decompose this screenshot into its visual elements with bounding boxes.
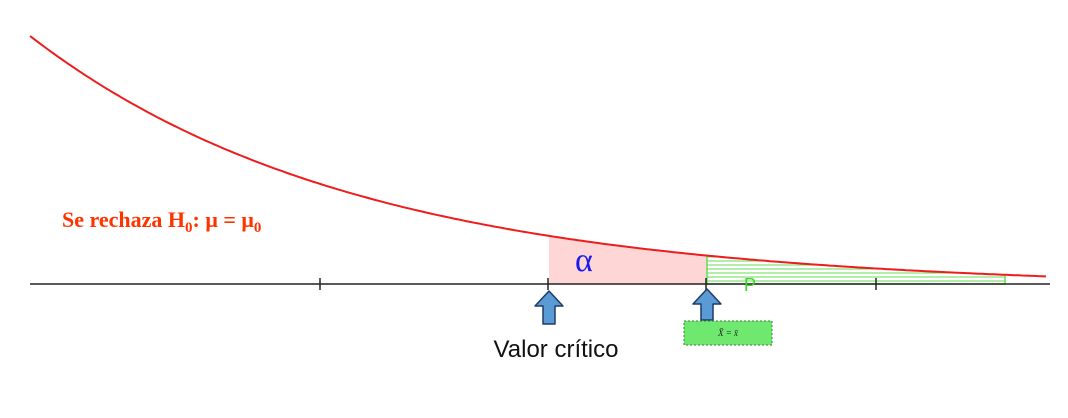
up-arrow-icon	[692, 288, 722, 321]
observed-value-label: X̄ = x̄	[717, 328, 739, 338]
rejection-label-mu-subscript: 0	[254, 220, 262, 236]
p-value-hatching	[707, 256, 1005, 282]
density-curve	[29, 35, 1047, 278]
observed-value-box	[683, 320, 773, 346]
rejection-label-h-subscript: 0	[185, 220, 193, 236]
rejection-label: Se rechaza H0: μ = μ0	[62, 207, 261, 236]
rejection-label-prefix: Se rechaza H	[62, 207, 185, 232]
alpha-region	[549, 235, 707, 284]
observed-value-arrow	[692, 288, 722, 321]
critical-value-label: Valor crítico	[494, 336, 619, 363]
rejection-label-middle: : μ = μ	[193, 207, 255, 232]
p-value-label: P	[744, 275, 756, 295]
up-arrow-icon	[534, 290, 564, 325]
alpha-label: α	[575, 242, 593, 279]
critical-value-arrow	[534, 290, 564, 325]
